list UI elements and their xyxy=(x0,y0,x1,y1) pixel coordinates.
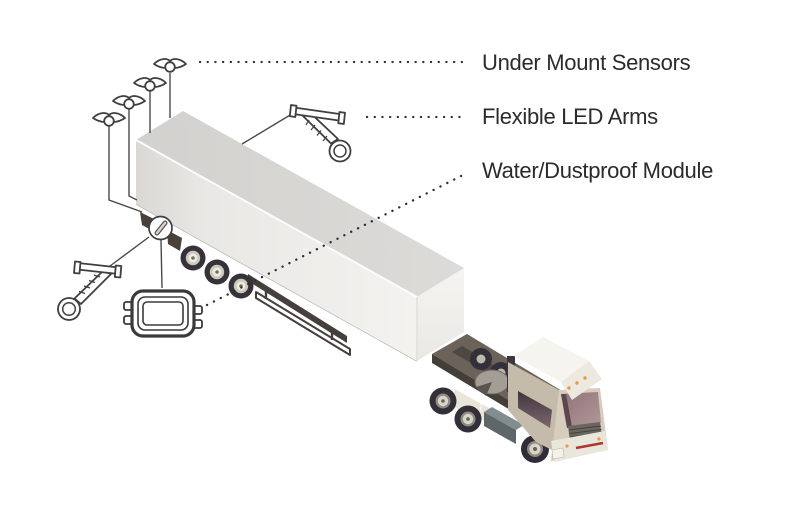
cab-roof xyxy=(514,337,589,382)
bumper-stripe xyxy=(575,441,604,450)
label-flexible-led-arms: Flexible LED Arms xyxy=(482,104,658,129)
trailer-chassis xyxy=(135,203,418,362)
cab-side-window xyxy=(518,391,552,428)
connector-lines xyxy=(108,73,297,289)
label-water-dustproof-module: Water/Dustproof Module xyxy=(482,158,714,183)
tractor-illustration xyxy=(429,334,608,463)
roof-marker-light xyxy=(567,386,571,390)
fuel-tank xyxy=(484,407,524,444)
water-dustproof-module-icon xyxy=(123,289,203,338)
trailer-wheel xyxy=(228,273,254,299)
tractor-cab xyxy=(507,337,608,462)
windshield xyxy=(561,392,601,428)
under-mount-sensor-icon xyxy=(153,58,187,73)
callout-circle xyxy=(148,215,173,241)
under-mount-sensor-icons xyxy=(92,58,187,127)
flexible-led-arm-icon xyxy=(288,104,352,163)
led-arm-connector-line xyxy=(109,236,150,267)
sensor-connector-line xyxy=(128,109,138,201)
trailer-wheel xyxy=(204,259,230,285)
leader-lines xyxy=(198,60,468,307)
headlight xyxy=(551,447,565,460)
label-under-mount-sensors: Under Mount Sensors xyxy=(482,50,691,75)
roof-marker-light xyxy=(583,376,587,380)
trailer-wheel xyxy=(180,245,206,271)
under-mount-sensor-icon xyxy=(133,77,167,92)
trailer-box xyxy=(135,111,464,361)
sensor-connector-line xyxy=(108,126,143,213)
trailer-illustration xyxy=(135,111,464,362)
flexible-led-arm-icon xyxy=(57,260,123,321)
tractor-rear-wheels-near xyxy=(429,387,482,433)
module-connector-line xyxy=(160,239,163,289)
led-arm-connector-line xyxy=(241,110,297,145)
under-mount-sensor-icon xyxy=(92,112,126,127)
trailer-wheels xyxy=(180,245,254,299)
roof-marker-light xyxy=(575,381,579,385)
under-mount-sensor-icon xyxy=(112,95,146,110)
